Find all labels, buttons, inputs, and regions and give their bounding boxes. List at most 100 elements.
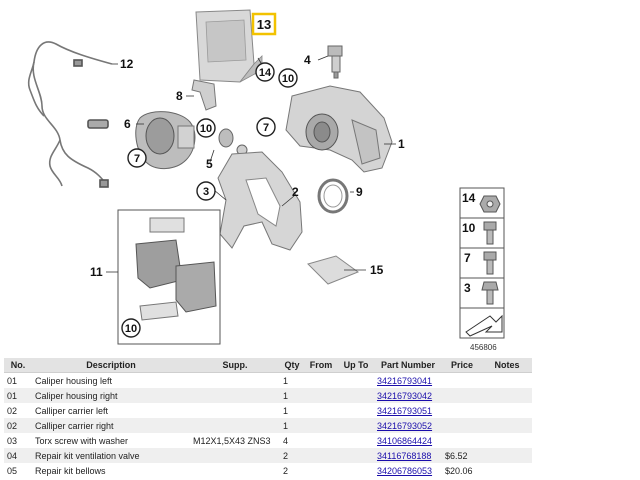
callout-7-b: 7 bbox=[263, 122, 269, 134]
cell-no: 01 bbox=[4, 388, 32, 403]
part-number-link[interactable]: 34106864424 bbox=[377, 435, 433, 446]
header-price: Price bbox=[442, 358, 482, 373]
cell-description: Repair kit ventilation valve bbox=[32, 448, 190, 463]
part-number-link[interactable]: 34216793052 bbox=[377, 420, 433, 431]
cell-from bbox=[304, 433, 338, 448]
table-header-row: No. Description Supp. Qty From Up To Par… bbox=[4, 358, 532, 373]
ventilation-valve-drawing[interactable] bbox=[327, 45, 343, 79]
callout-5: 5 bbox=[206, 157, 213, 171]
table-row: 04 Repair kit ventilation valve 2 341167… bbox=[4, 448, 532, 463]
cell-notes bbox=[482, 448, 532, 463]
cell-upto bbox=[338, 372, 374, 388]
legend-label-14: 14 bbox=[462, 191, 476, 205]
header-upto: Up To bbox=[338, 358, 374, 373]
bellows-drawing[interactable] bbox=[218, 128, 248, 156]
callout-10-c: 10 bbox=[125, 323, 137, 335]
cell-supp bbox=[190, 463, 280, 478]
bolt-washer-icon bbox=[483, 221, 497, 245]
brake-wear-sensor-drawing[interactable] bbox=[27, 41, 113, 188]
control-unit-drawing[interactable] bbox=[195, 9, 263, 83]
cell-price: $6.52 bbox=[442, 448, 482, 463]
seal-ring-drawing[interactable] bbox=[317, 178, 349, 214]
cell-from bbox=[304, 372, 338, 388]
cell-notes bbox=[482, 372, 532, 388]
cell-no: 01 bbox=[4, 372, 32, 388]
nut-icon bbox=[479, 195, 501, 213]
cell-part-number: 34216793042 bbox=[374, 388, 442, 403]
cell-part-number: 34216793041 bbox=[374, 372, 442, 388]
header-supp: Supp. bbox=[190, 358, 280, 373]
callout-13-highlight[interactable]: 13 bbox=[251, 12, 277, 36]
caliper-carrier-drawing[interactable] bbox=[217, 151, 303, 251]
cell-upto bbox=[338, 403, 374, 418]
cell-supp bbox=[190, 418, 280, 433]
screw-icon bbox=[481, 281, 499, 305]
callout-9: 9 bbox=[356, 185, 363, 199]
callout-1: 1 bbox=[398, 137, 405, 151]
cell-from bbox=[304, 418, 338, 433]
callout-7-a: 7 bbox=[134, 153, 140, 165]
callout-8: 8 bbox=[176, 89, 183, 103]
legend-label-10: 10 bbox=[462, 221, 476, 235]
table-row: 05 Repair kit bellows 2 34206786053 $20.… bbox=[4, 463, 532, 478]
part-number-link[interactable]: 34216793042 bbox=[377, 390, 433, 401]
cell-from bbox=[304, 403, 338, 418]
callout-6: 6 bbox=[124, 117, 131, 131]
callout-10-a: 10 bbox=[200, 123, 212, 135]
grease-packet-drawing[interactable] bbox=[307, 255, 360, 285]
cell-notes bbox=[482, 403, 532, 418]
cell-supp bbox=[190, 388, 280, 403]
cell-notes bbox=[482, 463, 532, 478]
parking-brake-motor-drawing[interactable] bbox=[135, 111, 196, 169]
cell-notes bbox=[482, 433, 532, 448]
callout-14: 14 bbox=[259, 67, 272, 79]
cell-qty: 1 bbox=[280, 372, 304, 388]
header-qty: Qty bbox=[280, 358, 304, 373]
cell-notes bbox=[482, 418, 532, 433]
cell-upto bbox=[338, 388, 374, 403]
cell-part-number: 34206786053 bbox=[374, 463, 442, 478]
part-number-link[interactable]: 34216793041 bbox=[377, 375, 433, 386]
header-notes: Notes bbox=[482, 358, 532, 373]
part-number-link[interactable]: 34116768188 bbox=[377, 450, 432, 461]
part-number-link[interactable]: 34206786053 bbox=[377, 465, 433, 476]
diagram-image-number: 456806 bbox=[470, 343, 497, 352]
cell-supp bbox=[190, 372, 280, 388]
cell-upto bbox=[338, 433, 374, 448]
header-description: Description bbox=[32, 358, 190, 373]
callout-12: 12 bbox=[120, 57, 134, 71]
cell-from bbox=[304, 448, 338, 463]
legend-label-7: 7 bbox=[464, 251, 471, 265]
cell-no: 04 bbox=[4, 448, 32, 463]
cell-from bbox=[304, 388, 338, 403]
part-number-link[interactable]: 34216793051 bbox=[377, 405, 433, 416]
cell-description: Repair kit bellows bbox=[32, 463, 190, 478]
cell-price bbox=[442, 372, 482, 388]
cell-notes bbox=[482, 388, 532, 403]
cell-no: 02 bbox=[4, 403, 32, 418]
cell-upto bbox=[338, 463, 374, 478]
cell-no: 05 bbox=[4, 463, 32, 478]
callout-15: 15 bbox=[370, 263, 384, 277]
cell-qty: 1 bbox=[280, 403, 304, 418]
cell-price: $20.06 bbox=[442, 463, 482, 478]
bracket-drawing[interactable] bbox=[191, 79, 217, 111]
cell-part-number: 34106864424 bbox=[374, 433, 442, 448]
cell-supp bbox=[190, 448, 280, 463]
cell-upto bbox=[338, 448, 374, 463]
parts-diagram: 1 2 4 5 6 8 9 11 12 15 10 7 3 7 10 14 10… bbox=[27, 9, 505, 352]
cell-description: Caliper housing left bbox=[32, 372, 190, 388]
fastener-legend: 14 10 7 3 bbox=[459, 187, 505, 339]
table-row: 02 Calliper carrier right 1 34216793052 bbox=[4, 418, 532, 433]
cell-qty: 2 bbox=[280, 448, 304, 463]
cell-description: Calliper carrier left bbox=[32, 403, 190, 418]
callout-2: 2 bbox=[292, 185, 299, 199]
cell-upto bbox=[338, 418, 374, 433]
table-row: 01 Caliper housing left 1 34216793041 bbox=[4, 372, 532, 388]
cell-price bbox=[442, 433, 482, 448]
caliper-housing-drawing[interactable] bbox=[285, 85, 393, 173]
cell-no: 02 bbox=[4, 418, 32, 433]
parts-table: No. Description Supp. Qty From Up To Par… bbox=[4, 358, 532, 478]
cell-no: 03 bbox=[4, 433, 32, 448]
cell-description: Torx screw with washer bbox=[32, 433, 190, 448]
